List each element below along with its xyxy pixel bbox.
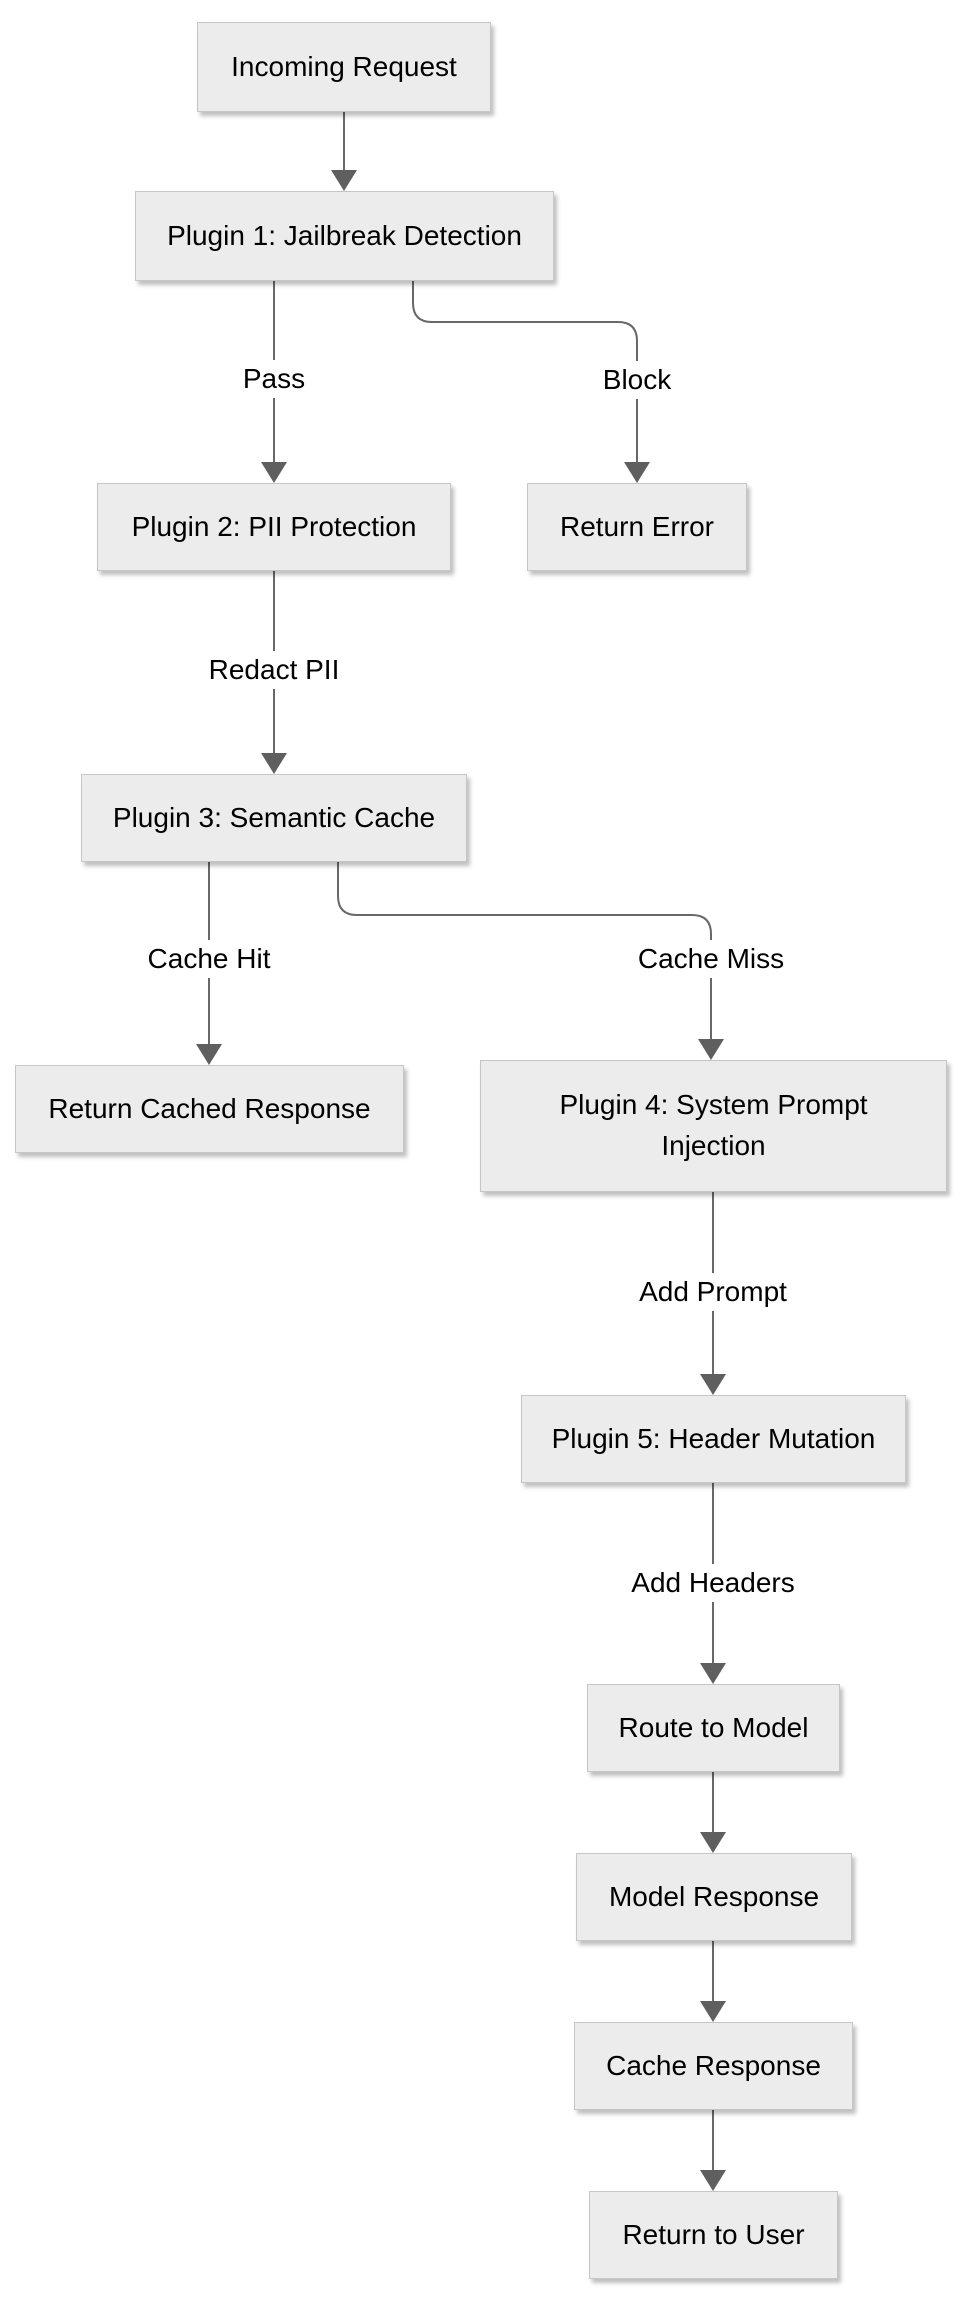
edge-plugin3-to-plugin4-line: [337, 862, 712, 1039]
node-return-error: Return Error: [527, 483, 747, 571]
node-plugin-4-system-prompt-injection: Plugin 4: System Prompt Injection: [480, 1060, 947, 1192]
edge-plugin5-to-route-arrowhead-icon: [700, 1663, 726, 1684]
node-plugin-2-pii-protection: Plugin 2: PII Protection: [97, 483, 451, 571]
node-model-response: Model Response: [576, 1853, 852, 1941]
edge-plugin3-to-plugin4-arrowhead-icon: [698, 1039, 724, 1060]
node-return-cached-response: Return Cached Response: [15, 1065, 404, 1153]
edge-label-add-prompt: Add Prompt: [629, 1273, 797, 1311]
edge-plugin4-to-plugin5-arrowhead-icon: [700, 1374, 726, 1395]
edge-label-redact-pii: Redact PII: [198, 651, 350, 689]
edge-model-response-to-cache-response-arrowhead-icon: [700, 2001, 726, 2022]
edge-cache-response-to-return-user-arrowhead-icon: [700, 2170, 726, 2191]
node-plugin-5-header-mutation: Plugin 5: Header Mutation: [521, 1395, 906, 1483]
node-route-to-model: Route to Model: [587, 1684, 840, 1772]
node-incoming-request: Incoming Request: [197, 22, 491, 112]
edge-plugin1-to-return-error-line: [412, 281, 638, 462]
node-return-to-user: Return to User: [589, 2191, 838, 2279]
node-plugin-1-jailbreak-detection: Plugin 1: Jailbreak Detection: [135, 191, 554, 281]
edge-incoming-to-plugin1-arrowhead-icon: [331, 170, 357, 191]
edge-plugin2-to-plugin3-arrowhead-icon: [261, 753, 287, 774]
edge-label-block: Block: [592, 361, 682, 399]
edge-label-cache-miss: Cache Miss: [627, 940, 795, 978]
edge-label-pass: Pass: [232, 360, 316, 398]
edge-label-cache-hit: Cache Hit: [137, 940, 281, 978]
edge-route-to-model-response-arrowhead-icon: [700, 1832, 726, 1853]
edge-label-add-headers: Add Headers: [621, 1564, 805, 1602]
node-plugin-3-semantic-cache: Plugin 3: Semantic Cache: [81, 774, 467, 862]
node-cache-response: Cache Response: [574, 2022, 853, 2110]
edge-plugin1-to-return-error-arrowhead-icon: [624, 462, 650, 483]
edge-plugin3-to-return-cached-arrowhead-icon: [196, 1044, 222, 1065]
edge-plugin1-to-plugin2-arrowhead-icon: [261, 462, 287, 483]
